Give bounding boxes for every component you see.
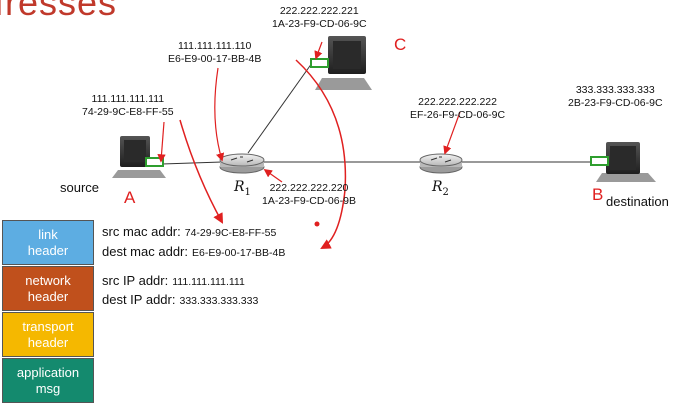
arrow-r1-right [263,169,283,183]
router-r1-icon [219,153,265,174]
host-a-letter: A [124,188,136,207]
arrow-to-dest-mac [295,59,347,250]
dest-mac-row: dest mac addr:E6-E9-00-17-BB-4B [102,244,286,259]
r2-left-interface-label: 222.222.222.222 EF-26-F9-CD-06-9C [410,96,506,121]
computer-c-icon [310,36,372,90]
src-ip-row: src IP addr:111.111.111.111 [102,273,245,288]
r1-left-interface-label: 111.111.111.110 E6-E9-00-17-BB-4B [168,40,262,65]
layer-transport-header: transport header [2,312,94,357]
computer-a-icon [112,136,166,178]
layer-application-msg: application msg [2,358,94,403]
arrow-a-mac [157,121,166,163]
host-a-address-label: 111.111.111.111 74-29-9C-E8-FF-55 [82,93,174,118]
host-b-letter: B [592,185,604,204]
host-a-caption: source [60,180,100,195]
arrow-to-src-mac [179,119,224,224]
dest-ip-row: dest IP addr:333.333.333.333 [102,292,259,307]
link-r1-c [247,62,313,154]
laser-pointer-dot [314,221,320,227]
layer-link-header: link header [2,220,94,265]
host-b-caption: destination [606,194,669,209]
arrow-c-mac [314,41,323,60]
src-mac-row: src mac addr:74-29-9C-E8-FF-55 [102,224,277,239]
host-b-address-label: 333.333.333.333 2B-23-F9-CD-06-9C [568,84,663,109]
link-a-r1 [161,161,223,165]
router-r2-label: R2 [432,179,449,198]
host-c-letter: C [394,35,407,54]
host-c-address-label: 222.222.222.221 1A-23-F9-CD-06-9C [272,5,367,30]
slide-title-fragment: ıresses [0,0,118,23]
arrow-r1-left [214,67,225,162]
r1-right-interface-label: 222.222.222.220 1A-23-F9-CD-06-9B [262,182,356,207]
router-r1-label: R1 [234,179,251,198]
computer-b-icon [590,142,656,182]
router-r2-icon [419,153,463,174]
layer-network-header: network header [2,266,94,311]
arrow-r2-left [443,111,461,155]
